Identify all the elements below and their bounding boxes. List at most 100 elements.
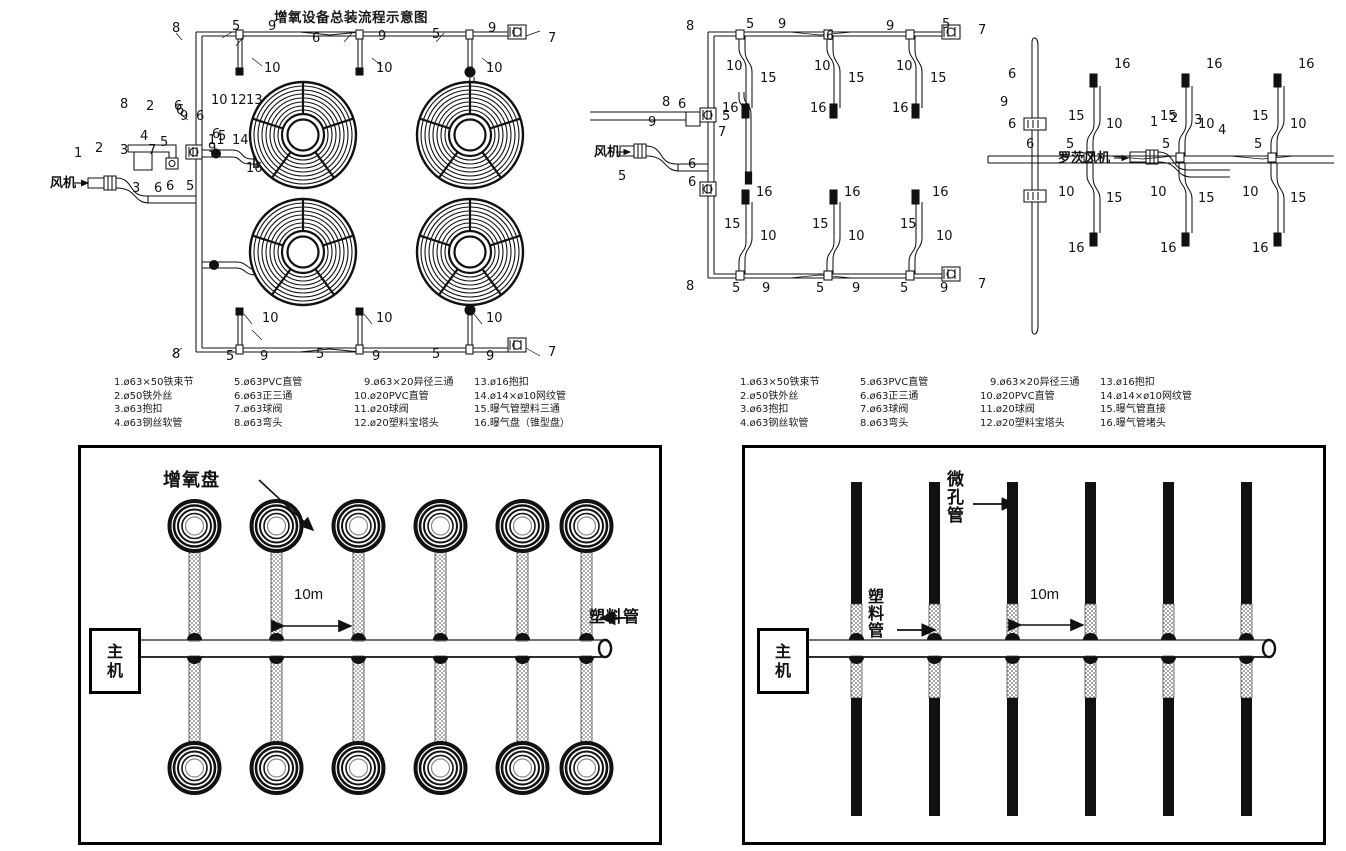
host-unit-box-left: 主 机	[89, 628, 141, 694]
main-plastic-pipe	[803, 638, 1277, 659]
svg-text:15: 15	[724, 217, 741, 232]
svg-text:10: 10	[376, 311, 393, 326]
svg-text:10: 10	[211, 93, 228, 108]
host-label-line2: 机	[774, 661, 791, 680]
svg-text:9: 9	[268, 19, 276, 34]
legend-item: 2.ø50铁外丝	[740, 390, 799, 402]
legend-item: 3.ø63抱扣	[740, 404, 789, 416]
svg-text:16: 16	[1298, 57, 1315, 72]
svg-text:15: 15	[930, 71, 947, 86]
panel-right-plan-view: 主 机 微孔管 塑料管 10m	[742, 445, 1326, 845]
svg-text:5: 5	[1162, 137, 1170, 152]
svg-text:15: 15	[900, 217, 917, 232]
svg-text:8: 8	[172, 21, 180, 36]
svg-text:10: 10	[486, 311, 503, 326]
svg-text:10: 10	[1290, 117, 1307, 132]
svg-text:7: 7	[548, 31, 556, 46]
panel-right-svg	[803, 482, 1277, 816]
svg-text:8: 8	[120, 97, 128, 112]
svg-text:16: 16	[932, 185, 949, 200]
svg-text:6: 6	[826, 29, 834, 44]
svg-text:6: 6	[1008, 117, 1016, 132]
svg-text:5: 5	[432, 347, 440, 362]
svg-text:9: 9	[378, 29, 386, 44]
legend-item: 15.曝气管塑料三通	[474, 404, 560, 416]
legend-col-1: 1.ø63×50铁束节 2.ø50铁外丝 3.ø63抱扣 4.ø63钢丝软管	[740, 376, 820, 430]
legend-col-2: 5.ø63PVC直管 6.ø63正三通 7.ø63球阀 8.ø63弯头	[234, 376, 302, 430]
svg-text:5: 5	[316, 347, 324, 362]
legend-item: 12.ø20塑料宝塔头	[980, 417, 1065, 429]
legend-item: 16.曝气管堵头	[1100, 417, 1166, 429]
legend-col-3: 9.ø63×20异径三通 10.ø20PVC直管 11.ø20球阀 12.ø20…	[980, 376, 1080, 430]
svg-text:6: 6	[1008, 67, 1016, 82]
svg-text:3: 3	[120, 143, 128, 158]
svg-text:8: 8	[686, 279, 694, 294]
svg-text:5: 5	[816, 281, 824, 296]
svg-text:7: 7	[548, 345, 556, 360]
svg-text:6: 6	[688, 175, 696, 190]
legend-col-1: 1.ø63×50铁束节 2.ø50铁外丝 3.ø63抱扣 4.ø63钢丝软管	[114, 376, 194, 430]
svg-text:6: 6	[154, 181, 162, 196]
svg-text:7: 7	[978, 23, 986, 38]
aeration-disc-plan	[167, 499, 614, 795]
svg-text:10: 10	[1106, 117, 1123, 132]
host-label-line2: 机	[106, 661, 123, 680]
legend-item: 1.ø63×50铁束节	[114, 377, 194, 388]
svg-text:6: 6	[1026, 137, 1034, 152]
spacing-label: 10m	[294, 586, 324, 603]
legend-item: 8.ø63弯头	[860, 417, 909, 429]
svg-text:16: 16	[810, 101, 827, 116]
svg-text:6: 6	[212, 127, 220, 142]
svg-text:10: 10	[1198, 117, 1215, 132]
svg-text:4: 4	[140, 129, 148, 144]
svg-text:10: 10	[376, 61, 393, 76]
svg-text:15: 15	[1252, 109, 1269, 124]
svg-text:2: 2	[1170, 111, 1178, 126]
page-title: 增氧设备总装流程示意图	[274, 10, 428, 26]
legend-item: 3.ø63抱扣	[114, 404, 163, 416]
svg-text:10: 10	[760, 229, 777, 244]
svg-text:5: 5	[1066, 137, 1074, 152]
svg-text:5: 5	[186, 179, 194, 194]
blower-label-group: 风机	[50, 175, 90, 191]
legend-item: 5.ø63PVC直管	[860, 377, 929, 388]
blower-label-left-group: 风机	[594, 144, 632, 160]
micro-pipe-lower	[850, 655, 1253, 816]
svg-text:10: 10	[264, 61, 281, 76]
plastic-pipe-label: 塑料管	[865, 588, 884, 639]
svg-text:15: 15	[1290, 191, 1307, 206]
svg-text:12: 12	[230, 93, 247, 108]
svg-text:6: 6	[678, 97, 686, 112]
svg-text:10: 10	[1242, 185, 1259, 200]
svg-text:9: 9	[886, 19, 894, 34]
svg-text:9: 9	[260, 349, 268, 364]
legend-item: 8.ø63弯头	[234, 417, 283, 429]
disc-label: 增氧盘	[163, 470, 220, 491]
micro-pipe-upper	[850, 482, 1253, 641]
legend-item: 5.ø63PVC直管	[234, 377, 303, 388]
svg-text:9: 9	[372, 349, 380, 364]
micro-pipe-label: 微孔管	[943, 470, 963, 524]
legend-item: 13.ø16抱扣	[474, 377, 529, 388]
svg-text:15: 15	[812, 217, 829, 232]
svg-text:9: 9	[940, 281, 948, 296]
svg-text:7: 7	[718, 125, 726, 140]
svg-text:16: 16	[1252, 241, 1269, 256]
host-label-line1: 主	[106, 642, 123, 661]
blower-label-right-group: 罗茨风机	[1058, 150, 1130, 166]
legend-item: 14.ø14×ø10网纹管	[1100, 390, 1192, 402]
svg-text:6: 6	[176, 103, 184, 118]
svg-text:9: 9	[762, 281, 770, 296]
svg-text:5: 5	[218, 129, 226, 144]
svg-text:8: 8	[686, 19, 694, 34]
legend-item: 11.ø20球阀	[980, 404, 1035, 416]
svg-text:5: 5	[746, 17, 754, 32]
svg-text:10: 10	[1058, 185, 1075, 200]
svg-text:16: 16	[246, 161, 263, 176]
legend-item: 1.ø63×50铁束节	[740, 377, 820, 388]
svg-text:1: 1	[1150, 115, 1158, 130]
svg-text:9: 9	[486, 349, 494, 364]
legend-item: 12.ø20塑料宝塔头	[354, 417, 439, 429]
